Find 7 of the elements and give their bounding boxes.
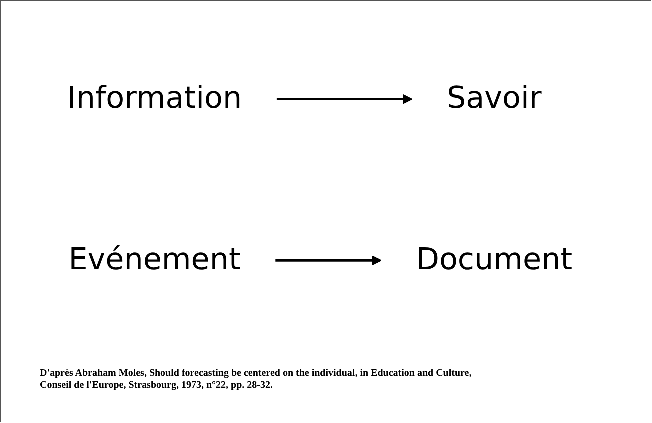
node-text: Information (67, 81, 242, 116)
node-text: Document (416, 242, 573, 278)
node-text: Savoir (447, 81, 542, 116)
arrow (276, 94, 413, 104)
arrow (276, 256, 382, 266)
source-citation: D'après Abraham Moles, Should forecasting be centered on the individual, in Education and Culture, Conseil de l'Europe, Strasbourg, 1973, n°22, pp. 28-32. (40, 368, 473, 392)
node-text: Evénement (68, 242, 241, 278)
